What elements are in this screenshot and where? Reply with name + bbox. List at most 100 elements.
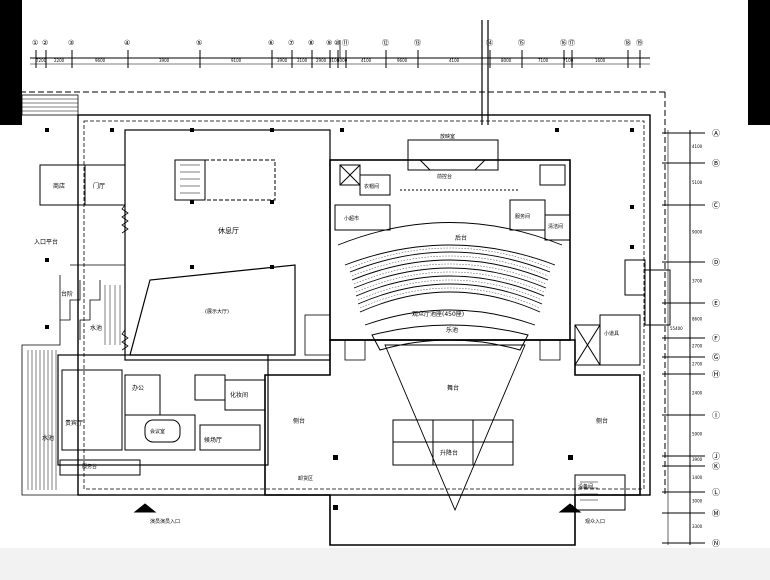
column-posts <box>45 128 634 329</box>
label-desk: 服务台 <box>82 463 97 470</box>
right-dimension-value: 8600 <box>692 317 703 322</box>
right-dimension-value: 3900 <box>692 457 703 462</box>
stage-columns <box>333 455 573 510</box>
label-water: 水池 <box>90 324 102 332</box>
label-stair: 台阶 <box>61 290 73 298</box>
top-axis-bubble: ⑥ <box>268 39 274 47</box>
label-transport: 卸货区 <box>298 475 313 482</box>
top-axis-bubble: ⑫ <box>382 39 389 47</box>
top-dimension-value: 7200 <box>36 58 47 63</box>
top-dimension-value: 3900 <box>277 58 288 63</box>
label-small-shop: 小超市 <box>344 215 359 222</box>
label-entry-platform: 入口平台 <box>34 238 58 246</box>
label-lounge: 休息厅 <box>218 226 239 235</box>
top-axis-bubble: ⑰ <box>568 39 575 47</box>
right-axis-bubble: Ⓜ <box>712 509 720 518</box>
top-dimension-value: 2900 <box>316 58 327 63</box>
label-stage: 舞台 <box>447 384 459 392</box>
top-axis-bubble: ⑦ <box>288 39 294 47</box>
label-control-room: 前控台 <box>437 173 452 180</box>
top-axis-bubble: ⑯ <box>560 39 567 47</box>
label-auditorium: 观众厅池座(450座) <box>412 310 464 318</box>
label-clean: 清洁间 <box>548 223 563 230</box>
top-axis-bubble: ⑮ <box>518 39 525 47</box>
top-dimension-value: 9600 <box>397 58 408 63</box>
label-dressing: 化妆间 <box>230 391 248 399</box>
top-dimension-value: 7100 <box>538 58 549 63</box>
top-dimension-value: 3000 <box>337 58 348 63</box>
label-front-stage: 后台 <box>455 234 467 242</box>
right-dimension-value: 2700 <box>692 344 703 349</box>
top-axis-bubble: ⑭ <box>486 39 493 47</box>
control-room <box>407 139 499 171</box>
right-dimension-value: 3300 <box>692 524 703 529</box>
right-axis-bubble: Ⓛ <box>712 488 720 497</box>
right-dimension-value: 3000 <box>692 499 703 504</box>
label-guest-entry: 观众入口 <box>585 519 605 525</box>
top-dimension-value: 3900 <box>159 58 170 63</box>
right-axis-bubble: Ⓖ <box>712 353 720 362</box>
right-dimension-value: 4100 <box>692 144 703 149</box>
outer-wall <box>77 114 651 496</box>
label-shop: 商店 <box>53 182 65 190</box>
right-axis-bubble: Ⓚ <box>712 462 720 471</box>
top-dimension-value: 4100 <box>361 58 372 63</box>
label-actor-entry: 演员演员入口 <box>150 518 180 525</box>
stage-hall <box>264 339 641 546</box>
black-edge-left <box>0 0 22 125</box>
right-axis-bubble: Ⓓ <box>712 258 720 267</box>
top-dimension-value: 3100 <box>297 58 308 63</box>
sightline-triangle <box>384 344 526 512</box>
label-wait: 候场厅 <box>204 436 222 444</box>
right-dimension-value: 9000 <box>692 230 703 235</box>
label-lift-stage: 升降台 <box>440 449 458 457</box>
right-dimension-value: 2400 <box>692 391 703 396</box>
seating-arcs <box>337 222 563 326</box>
top-axis-ticks <box>35 50 641 68</box>
top-dimension-value: 8000 <box>501 58 512 63</box>
left-terrace <box>21 264 130 496</box>
right-dimension-labels: 4100510090003700860027002700240059003900… <box>670 144 703 529</box>
label-exhibit: (展示大厅) <box>205 308 229 315</box>
right-axis-bubble: Ⓒ <box>712 201 720 210</box>
top-axis-bubble: ⑧ <box>308 39 314 47</box>
right-dimension-value: 1400 <box>692 475 703 480</box>
actor-entry-marker <box>133 503 157 513</box>
office-block <box>57 354 269 466</box>
right-dimension-value: 5900 <box>692 432 703 437</box>
top-axis-bubble: ④ <box>124 39 130 47</box>
right-axis-bubble: Ⓘ <box>712 411 720 420</box>
label-projection: 放映室 <box>440 133 455 140</box>
label-small-prop: 小道具 <box>604 330 619 337</box>
label-meeting: 会议室 <box>150 428 165 435</box>
label-side-stage-right: 侧台 <box>596 417 608 425</box>
seat-hatching <box>349 247 551 309</box>
label-orchestra-pit: 乐池 <box>446 326 458 334</box>
top-dimension-value: 1600 <box>595 58 606 63</box>
right-dimension-value: 3700 <box>692 279 703 284</box>
top-dimension-value: 9600 <box>95 58 106 63</box>
label-reception: 贵宾厅 <box>65 419 83 427</box>
equipment-room <box>574 474 626 511</box>
label-water-2: 水池 <box>42 434 54 442</box>
top-axis-bubble: ⑬ <box>414 39 421 47</box>
top-axis-bubble: ⑤ <box>196 39 202 47</box>
lounge-area <box>124 129 331 361</box>
top-axis-bubble: ⑩ <box>334 39 340 47</box>
right-axis-ticks <box>662 132 705 544</box>
top-axis-bubble: ⑨ <box>326 39 332 47</box>
top-axis-bubble: ⑱ <box>624 39 631 47</box>
right-dimension-value: 5100 <box>692 180 703 185</box>
top-axis-bubble: ⑲ <box>636 39 643 47</box>
top-dimension-value: 4100 <box>449 58 460 63</box>
total-dimension: 55400 <box>670 326 683 331</box>
entry-steps-top <box>21 94 79 116</box>
top-axis-bubble: ② <box>42 39 48 47</box>
top-axis-bubble: ① <box>32 39 38 47</box>
right-axis-bubble: Ⓝ <box>712 539 720 548</box>
